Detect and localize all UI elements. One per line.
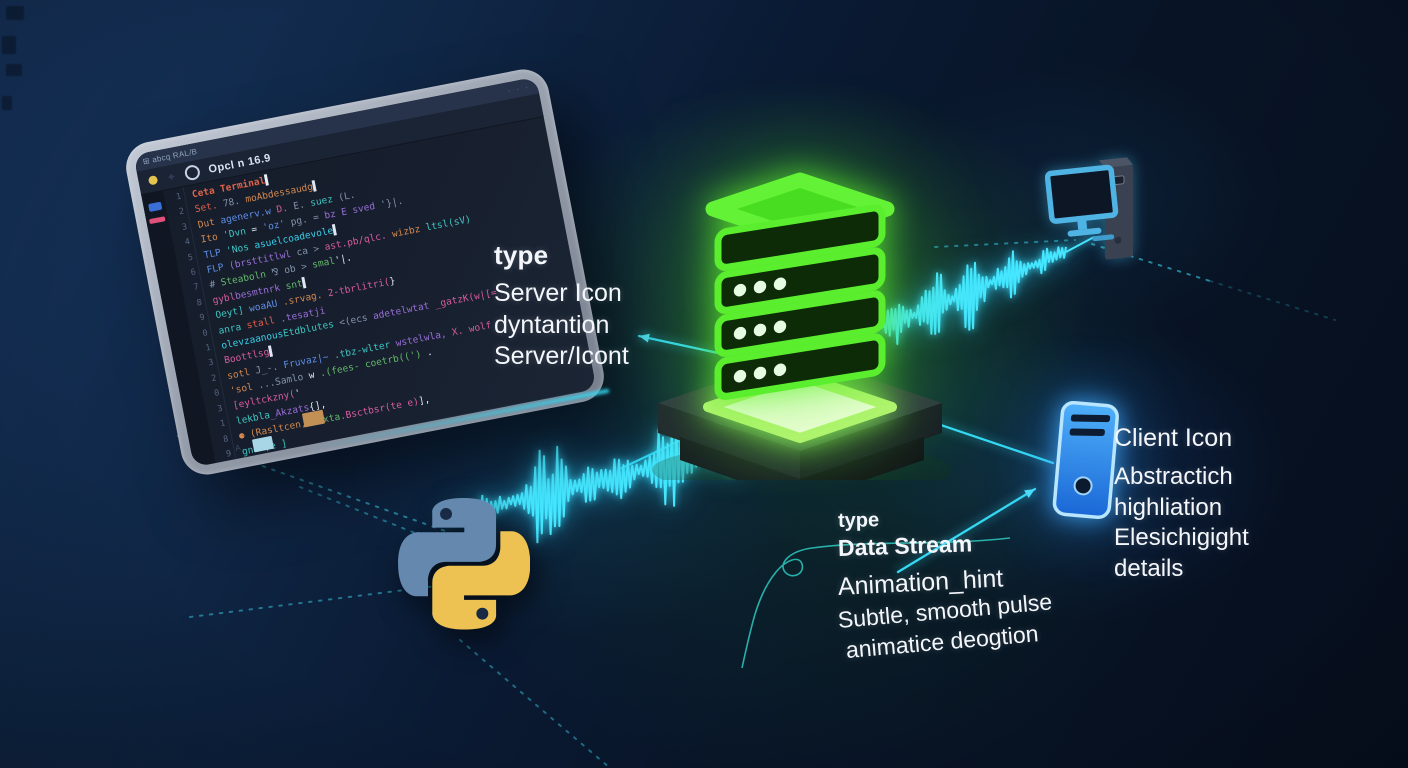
monitor-icon (1045, 157, 1133, 260)
annotation-line: Abstractich (1114, 463, 1233, 490)
sidebar-chip-pink (148, 216, 166, 225)
corner-mark (6, 64, 22, 76)
annotation-heading: type (494, 240, 549, 270)
client-annotation: Client Icon Abstractich highliation Eles… (1114, 424, 1249, 584)
sidebar-chip-blue (147, 201, 162, 213)
annotation-line: highliation (1114, 493, 1223, 521)
server-stack-icon (705, 172, 895, 400)
annotation-line: Server Icon (494, 279, 622, 307)
python-logo (398, 498, 530, 630)
server-units (714, 204, 886, 400)
annotation-line: details (1114, 554, 1184, 582)
annotation-line: Server/Icont (494, 342, 629, 370)
corner-mark (2, 36, 16, 54)
server-annotation: type Server Icon dyntantion Server/Icont (494, 240, 629, 373)
annotation-line: dyntantion (494, 310, 610, 339)
annotation-line: Elesichigight (1114, 524, 1249, 551)
corner-mark (6, 6, 24, 20)
annotation-heading: Client Icon (1114, 424, 1233, 452)
window-controls-icon: · · · (506, 82, 531, 96)
cursor-tool-icon: ✦ (165, 168, 178, 185)
corner-mark (2, 96, 12, 110)
stream-annotation: type Data Stream Animation_hint Subtle, … (837, 508, 1053, 664)
search-ring-icon (183, 163, 202, 182)
status-dot-icon (147, 174, 159, 186)
annotation-title: Data Stream (837, 530, 973, 561)
